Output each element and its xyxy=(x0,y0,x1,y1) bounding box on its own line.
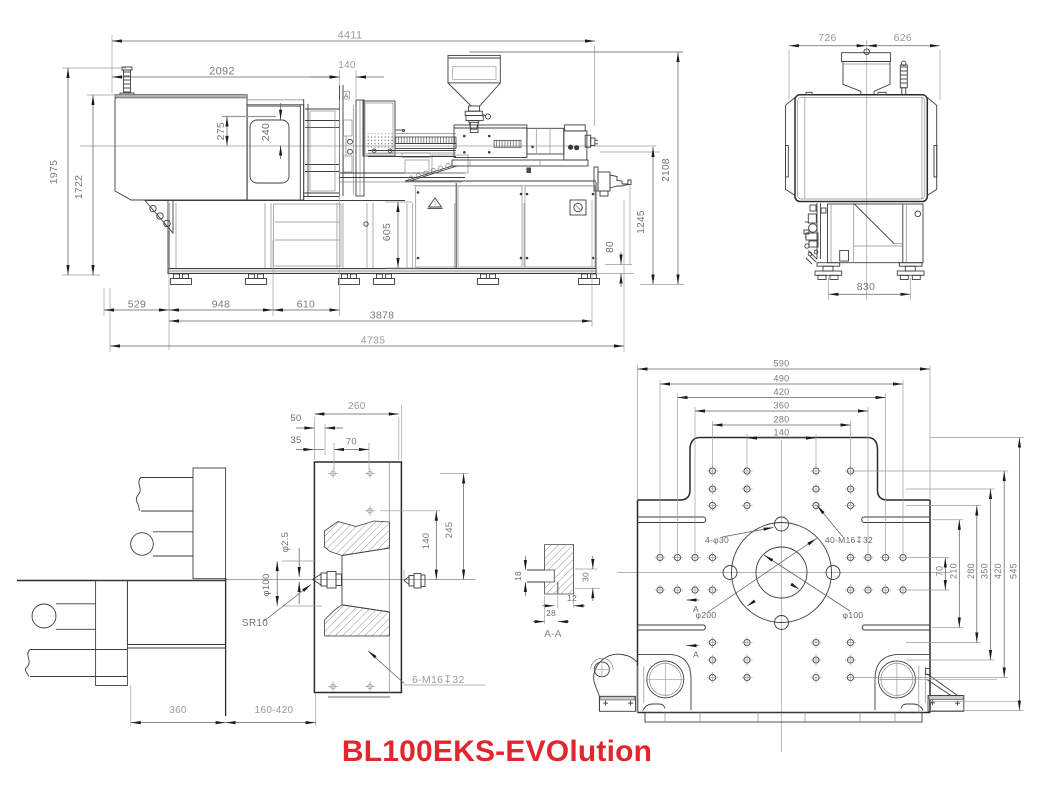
svg-text:275: 275 xyxy=(215,122,227,140)
svg-text:35: 35 xyxy=(290,435,301,446)
svg-text:605: 605 xyxy=(381,223,393,241)
svg-text:420: 420 xyxy=(774,387,790,397)
svg-text:28: 28 xyxy=(546,608,556,618)
svg-text:610: 610 xyxy=(297,299,315,311)
svg-text:360: 360 xyxy=(774,401,790,411)
svg-text:3878: 3878 xyxy=(370,310,395,322)
svg-text:2108: 2108 xyxy=(661,158,672,182)
svg-text:18: 18 xyxy=(513,571,523,581)
svg-text:140: 140 xyxy=(338,60,356,71)
svg-text:4-φ30: 4-φ30 xyxy=(705,535,729,545)
svg-text:A: A xyxy=(693,604,699,614)
svg-text:40-M16↧32: 40-M16↧32 xyxy=(825,535,873,545)
svg-text:490: 490 xyxy=(774,374,790,384)
svg-text:626: 626 xyxy=(894,32,912,44)
svg-text:545: 545 xyxy=(1008,563,1018,579)
svg-text:φ100: φ100 xyxy=(261,573,272,596)
svg-text:245: 245 xyxy=(444,522,455,539)
svg-text:1245: 1245 xyxy=(636,210,647,234)
svg-text:360: 360 xyxy=(169,705,187,716)
svg-text:SR10: SR10 xyxy=(242,618,268,629)
svg-text:240: 240 xyxy=(260,123,272,141)
svg-text:160-420: 160-420 xyxy=(255,705,294,716)
svg-text:529: 529 xyxy=(128,299,146,311)
svg-text:830: 830 xyxy=(857,281,875,293)
svg-text:140: 140 xyxy=(774,428,790,438)
svg-text:590: 590 xyxy=(774,359,790,369)
svg-text:φ100: φ100 xyxy=(843,610,864,620)
svg-text:260: 260 xyxy=(348,401,366,412)
svg-text:φ2.5: φ2.5 xyxy=(280,532,291,553)
svg-text:70: 70 xyxy=(934,566,944,577)
svg-text:948: 948 xyxy=(212,299,230,311)
svg-text:A-A: A-A xyxy=(544,629,562,640)
svg-text:726: 726 xyxy=(818,32,836,44)
svg-text:210: 210 xyxy=(948,563,958,579)
svg-text:2092: 2092 xyxy=(209,66,235,78)
svg-text:420: 420 xyxy=(993,563,1003,579)
svg-text:280: 280 xyxy=(774,415,790,425)
svg-text:70: 70 xyxy=(346,437,357,448)
svg-text:A: A xyxy=(344,93,349,100)
svg-text:350: 350 xyxy=(980,563,990,579)
svg-text:12: 12 xyxy=(567,593,577,603)
svg-text:A: A xyxy=(693,650,699,660)
svg-text:4411: 4411 xyxy=(338,30,363,42)
svg-text:30: 30 xyxy=(581,572,591,582)
svg-text:4735: 4735 xyxy=(361,335,386,347)
svg-text:280: 280 xyxy=(966,563,976,579)
svg-text:φ200: φ200 xyxy=(696,610,717,620)
svg-text:80: 80 xyxy=(605,241,616,253)
svg-text:BL100EKS-EVOlution: BL100EKS-EVOlution xyxy=(342,735,652,768)
svg-text:1722: 1722 xyxy=(73,175,85,200)
svg-text:6-M16↧32: 6-M16↧32 xyxy=(412,674,465,686)
svg-text:140: 140 xyxy=(421,533,432,550)
svg-text:50: 50 xyxy=(290,413,301,424)
svg-text:1975: 1975 xyxy=(48,160,60,185)
